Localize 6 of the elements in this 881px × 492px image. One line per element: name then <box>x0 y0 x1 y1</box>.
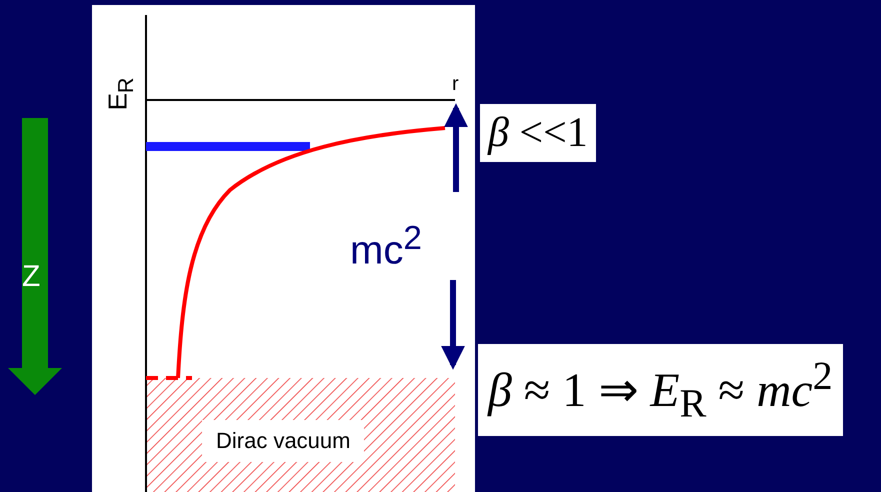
region-label: Dirac vacuum <box>202 420 364 462</box>
direction-label: Z <box>22 262 40 292</box>
axis-label: r <box>452 74 459 94</box>
quantity-label: mc$^{2}$ <box>350 222 422 270</box>
formula-label: β <<1 <box>480 104 596 162</box>
formula-label: β ≈ 1 ⇒ E$_{R}$ ≈ mc$^{2}$ <box>478 344 843 436</box>
